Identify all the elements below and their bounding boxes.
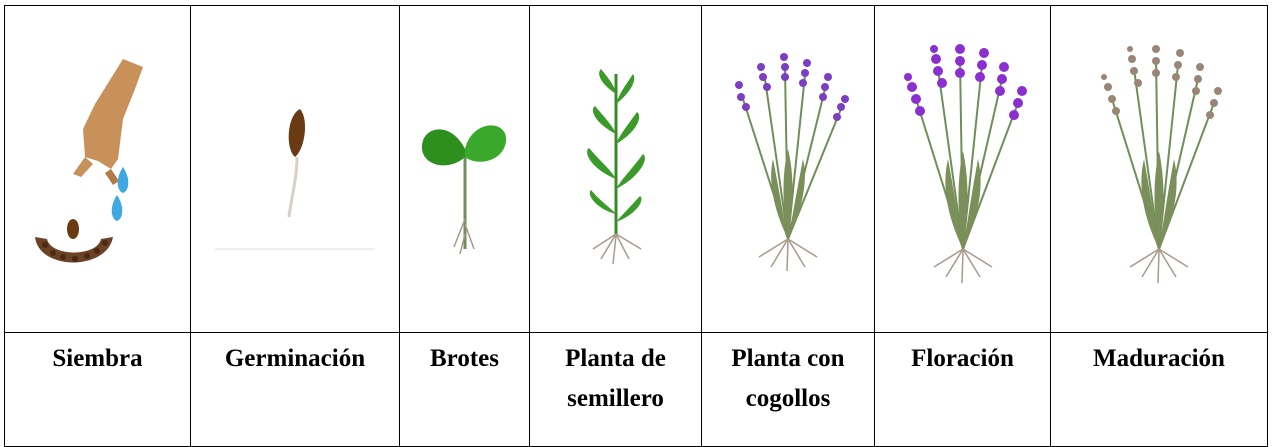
budding-lavender-icon bbox=[713, 39, 863, 299]
cell-germinacion-label: Germinación bbox=[191, 333, 400, 447]
stage-label: Germinación bbox=[191, 339, 399, 379]
mature-lavender-icon bbox=[1084, 39, 1234, 299]
illustration-row bbox=[5, 6, 1268, 333]
cell-floracion-label: Floración bbox=[875, 333, 1051, 447]
cell-planta-cogollos-image bbox=[702, 6, 875, 333]
cell-germinacion-image bbox=[191, 6, 400, 333]
seedling-icon bbox=[541, 44, 691, 294]
cell-planta-semillero-image bbox=[530, 6, 702, 333]
hand-sowing-seed-icon bbox=[23, 49, 173, 289]
stage-label: Planta de semillero bbox=[530, 339, 701, 419]
cell-planta-cogollos-label: Planta con cogollos bbox=[702, 333, 875, 447]
cell-floracion-image bbox=[875, 6, 1051, 333]
germinating-seed-icon bbox=[205, 49, 385, 289]
stage-label: Planta con cogollos bbox=[702, 339, 874, 419]
sprout-icon bbox=[410, 49, 520, 289]
cell-maduracion-image bbox=[1051, 6, 1268, 333]
cell-siembra-image bbox=[5, 6, 191, 333]
stage-label: Floración bbox=[875, 339, 1050, 379]
flowering-lavender-icon bbox=[888, 39, 1038, 299]
stage-label: Maduración bbox=[1051, 339, 1267, 379]
cell-brotes-image bbox=[400, 6, 530, 333]
cell-maduracion-label: Maduración bbox=[1051, 333, 1268, 447]
label-row: Siembra Germinación Brotes Planta de sem… bbox=[5, 333, 1268, 447]
lavender-stages-table: Siembra Germinación Brotes Planta de sem… bbox=[4, 5, 1268, 447]
cell-siembra-label: Siembra bbox=[5, 333, 191, 447]
stage-label: Brotes bbox=[400, 339, 529, 379]
cell-brotes-label: Brotes bbox=[400, 333, 530, 447]
cell-planta-semillero-label: Planta de semillero bbox=[530, 333, 702, 447]
stage-label: Siembra bbox=[5, 339, 190, 379]
